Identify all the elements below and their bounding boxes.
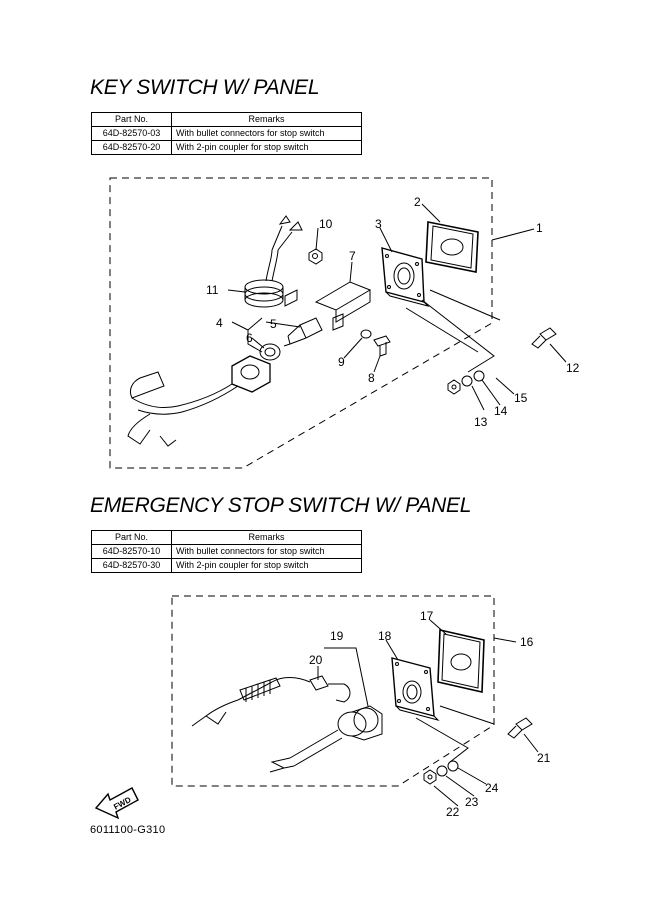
nut-part-10: [308, 248, 323, 265]
washer-part-9: [360, 329, 372, 339]
emergency-stop-dashed-boundary: [171, 595, 495, 787]
callout-19: 19: [330, 629, 344, 643]
leader-lines-lower: [317, 619, 539, 807]
fwd-arrow-icon: [94, 787, 139, 820]
callout-7: 7: [349, 249, 356, 263]
emergency-stop-title: EMERGENCY STOP SWITCH W/ PANEL: [90, 494, 472, 517]
callout-9: 9: [338, 355, 345, 369]
callout-6: 6: [246, 331, 253, 345]
washer-part-24: [447, 760, 459, 772]
callout-15: 15: [514, 391, 528, 405]
remarks-cell: With 2-pin coupler for stop switch: [171, 558, 362, 573]
remarks-cell: With 2-pin coupler for stop switch: [171, 140, 362, 155]
washer-part-23: [436, 765, 448, 777]
nut-part-22: [423, 769, 437, 785]
callout-22: 22: [446, 805, 460, 819]
callout-1: 1: [536, 221, 543, 235]
callout-16: 16: [520, 635, 534, 649]
callout-20: 20: [309, 653, 323, 667]
drawing-code: 6011100-G310: [90, 824, 166, 836]
callout-17: 17: [420, 609, 434, 623]
callout-23: 23: [465, 795, 479, 809]
screw-part-12: [531, 327, 557, 349]
bracket-part-7: [284, 281, 372, 331]
table-header-row: Part No. Remarks: [91, 530, 362, 545]
key-switch-parts-table: Part No. Remarks 64D-82570-03 With bulle…: [91, 112, 362, 155]
key-part-5: [283, 317, 323, 347]
bolt-part-8: [373, 335, 391, 357]
callout-8: 8: [368, 371, 375, 385]
table-row: 64D-82570-03 With bullet connectors for …: [91, 126, 362, 141]
grommet-part-11: [244, 215, 303, 308]
table-row: 64D-82570-30 With 2-pin coupler for stop…: [91, 558, 362, 573]
washer-part-15: [473, 370, 485, 382]
callout-13: 13: [474, 415, 488, 429]
part-no-cell: 64D-82570-30: [91, 558, 172, 573]
callout-5: 5: [270, 317, 277, 331]
callout-4: 4: [216, 316, 223, 330]
stop-switch-part-19: [269, 705, 383, 773]
panel-part-18: [391, 657, 440, 721]
callout-3: 3: [375, 217, 382, 231]
leader-lines-upper: [227, 203, 567, 411]
callout-10: 10: [319, 217, 333, 231]
callout-14: 14: [494, 404, 508, 418]
callout-11: 11: [206, 283, 219, 297]
table-row: 64D-82570-20 With 2-pin coupler for stop…: [91, 140, 362, 155]
gasket-part-17: [437, 629, 485, 693]
table-header-row: Part No. Remarks: [91, 112, 362, 127]
table-row: 64D-82570-10 With bullet connectors for …: [91, 544, 362, 559]
screw-part-21: [507, 717, 533, 739]
emergency-stop-parts-table: Part No. Remarks 64D-82570-10 With bulle…: [91, 530, 362, 573]
key-switch-dashed-boundary: [109, 177, 493, 469]
callout-12: 12: [566, 361, 580, 375]
washer-part-14: [461, 375, 473, 387]
lanyard-clip-part-20: [191, 675, 351, 727]
key-switch-title: KEY SWITCH W/ PANEL: [90, 76, 320, 99]
callout-21: 21: [537, 751, 551, 765]
gasket-part-2: [425, 221, 479, 273]
nut-part-13: [447, 379, 461, 395]
callout-24: 24: [485, 781, 499, 795]
key-switch-part-4: [127, 343, 281, 447]
callout-2: 2: [414, 195, 421, 209]
callout-18: 18: [378, 629, 392, 643]
part-no-cell: 64D-82570-20: [91, 140, 172, 155]
panel-part-3: [381, 247, 430, 307]
